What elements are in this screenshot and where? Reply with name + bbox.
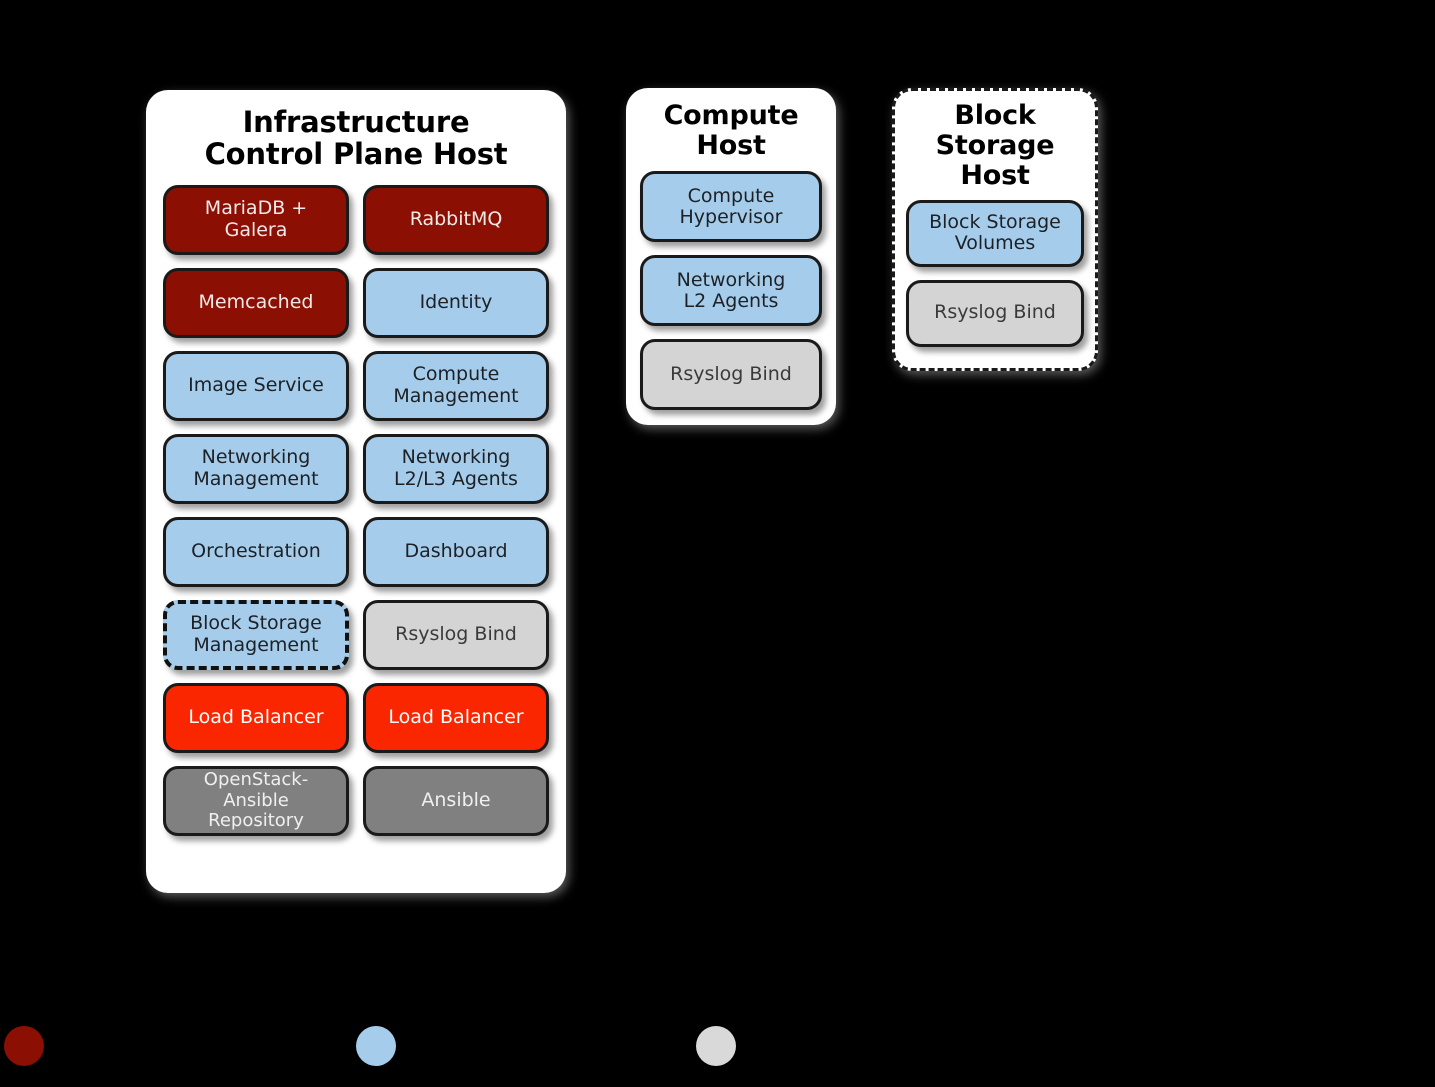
- service-box-load-balancer-right[interactable]: Load Balancer: [363, 682, 549, 753]
- service-box-rsyslog-bind-storage[interactable]: Rsyslog Bind: [906, 279, 1084, 347]
- legend-item-openstack-service: [356, 1026, 408, 1066]
- service-label: Load Balancer: [188, 706, 324, 729]
- service-label: Rsyslog Bind: [670, 363, 792, 386]
- legend-item-optional-service: [4, 1026, 56, 1066]
- service-box-dashboard[interactable]: Dashboard: [363, 516, 549, 587]
- service-label: Ansible: [421, 789, 491, 812]
- service-box-rsyslog-bind-control[interactable]: Rsyslog Bind: [363, 599, 549, 670]
- host-title-line-1: Compute: [663, 100, 799, 131]
- host-title-compute: Compute Host: [663, 100, 799, 162]
- service-box-rsyslog-bind-compute[interactable]: Rsyslog Bind: [640, 339, 822, 411]
- service-label: Rsyslog Bind: [934, 301, 1056, 324]
- service-label: RabbitMQ: [409, 208, 503, 231]
- service-label: Load Balancer: [388, 706, 524, 729]
- service-label: Memcached: [198, 291, 314, 314]
- service-column-left: MariaDB +Galera Memcached Image Service …: [163, 184, 349, 836]
- service-box-mariadb-galera[interactable]: MariaDB +Galera: [163, 184, 349, 255]
- service-label: Orchestration: [191, 540, 321, 563]
- host-title-line-1: Infrastructure: [242, 105, 470, 139]
- host-title-line-1: Block: [954, 100, 1036, 131]
- legend: [0, 1010, 1435, 1087]
- service-grid-control-plane: MariaDB +Galera Memcached Image Service …: [163, 184, 549, 836]
- host-title-infrastructure-control-plane: Infrastructure Control Plane Host: [205, 106, 508, 171]
- service-box-memcached[interactable]: Memcached: [163, 267, 349, 338]
- host-title-block-storage: Block Storage Host: [935, 100, 1055, 192]
- host-panel-infrastructure-control-plane: Infrastructure Control Plane Host MariaD…: [146, 90, 566, 893]
- service-label: Image Service: [188, 374, 324, 397]
- host-title-line-2: Host: [696, 130, 766, 162]
- legend-dot-maroon-icon: [4, 1026, 44, 1066]
- service-box-rabbitmq[interactable]: RabbitMQ: [363, 184, 549, 255]
- legend-dot-blue-icon: [356, 1026, 396, 1066]
- service-label: Rsyslog Bind: [395, 623, 517, 646]
- host-title-line-3: Host: [960, 160, 1030, 192]
- legend-dot-gray-icon: [696, 1026, 736, 1066]
- legend-item-support-service: [696, 1026, 748, 1066]
- service-box-identity[interactable]: Identity: [363, 267, 549, 338]
- service-box-image-service[interactable]: Image Service: [163, 350, 349, 421]
- service-box-load-balancer-left[interactable]: Load Balancer: [163, 682, 349, 753]
- host-title-line-2: Control Plane Host: [204, 137, 508, 172]
- host-title-line-2: Storage: [935, 130, 1055, 162]
- service-box-orchestration[interactable]: Orchestration: [163, 516, 349, 587]
- service-box-ansible[interactable]: Ansible: [363, 765, 549, 836]
- service-label: Dashboard: [404, 540, 508, 563]
- service-label: MariaDB +Galera: [204, 197, 308, 241]
- service-label: Identity: [419, 291, 493, 314]
